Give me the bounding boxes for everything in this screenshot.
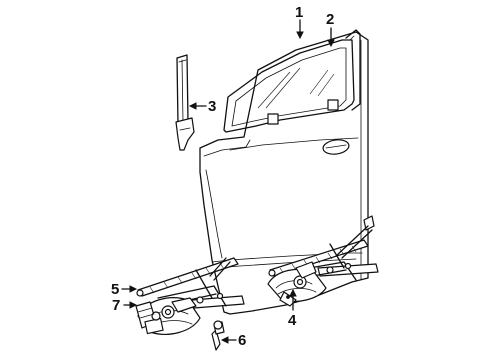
right-window-regulator <box>267 215 379 307</box>
regulator-motor <box>135 301 164 335</box>
callout-7: 7 <box>112 297 120 314</box>
glass-run-channel <box>345 29 361 111</box>
door-glass <box>223 39 355 133</box>
rear-glass-channel <box>175 54 195 151</box>
callout-3: 3 <box>208 98 216 115</box>
callout-labels: 1 2 3 4 5 6 7 <box>111 4 334 349</box>
window-crank-handle <box>211 320 225 351</box>
callout-1: 1 <box>295 4 303 21</box>
leader-lines <box>121 19 335 344</box>
callout-4: 4 <box>288 312 297 329</box>
callout-5: 5 <box>111 281 119 298</box>
callout-2: 2 <box>326 11 334 28</box>
callout-6: 6 <box>238 332 246 349</box>
